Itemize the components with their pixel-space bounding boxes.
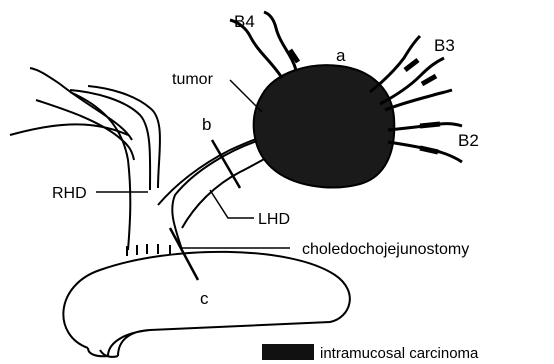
legend-label: intramucosal carcinoma (320, 345, 479, 362)
label-choledochojejunostomy: choledochojejunostomy (302, 241, 469, 258)
duct-b2-b (388, 142, 462, 162)
tumor-mass (254, 65, 395, 187)
legend-swatch (262, 344, 314, 360)
label-tumor: tumor (172, 71, 214, 88)
leader-lhd (210, 190, 254, 218)
common-hepatic-duct (30, 68, 260, 250)
leader-tumor (230, 80, 262, 112)
label-c: c (200, 289, 209, 308)
label-b3: B3 (434, 36, 455, 55)
duct-b2-seg (420, 124, 440, 152)
anastomosis-stitches (127, 244, 170, 256)
left-hepatic-duct (158, 135, 272, 228)
label-lhd: LHD (258, 211, 290, 228)
right-hepatic-duct-outer (36, 100, 134, 160)
duct-b3-seg (405, 60, 436, 84)
label-rhd: RHD (52, 185, 87, 202)
label-b: b (202, 115, 211, 134)
duct-b3-c (385, 90, 452, 110)
label-a: a (336, 46, 346, 65)
label-b2: B2 (458, 131, 479, 150)
label-b4: B4 (234, 12, 255, 31)
